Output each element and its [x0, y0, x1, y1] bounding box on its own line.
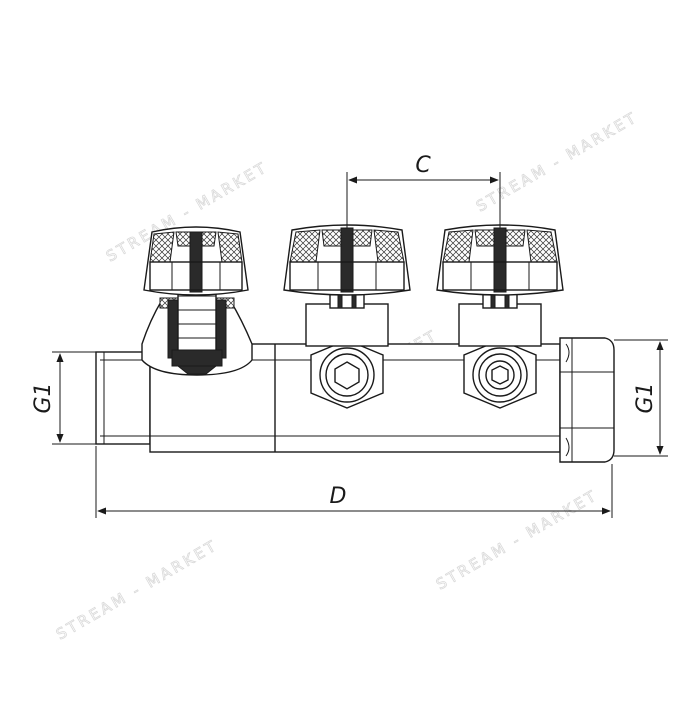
dimension-g1-right-label: G1 — [633, 382, 658, 413]
dimension-g1-left: G1 — [31, 351, 96, 445]
valve-cap-1 — [143, 226, 249, 296]
valve-1-sectioned — [141, 283, 253, 376]
watermark-text-4: STREAM - MARKET — [433, 486, 601, 594]
valve-cap-3 — [436, 214, 564, 296]
watermark-text-2: STREAM - MARKET — [473, 108, 641, 216]
dimension-c-label: C — [415, 153, 431, 178]
outlet-port-1 — [310, 339, 384, 409]
dimension-d: D — [95, 446, 613, 518]
watermark-text-3: STREAM - MARKET — [53, 536, 221, 644]
left-threaded-end — [95, 351, 151, 445]
right-female-end — [559, 337, 615, 463]
dimension-c: C — [346, 153, 501, 216]
dimension-d-label: D — [330, 484, 347, 509]
dimension-g1-right: G1 — [614, 339, 668, 457]
outlet-port-2 — [463, 339, 537, 409]
dimension-g1-left-label: G1 — [31, 382, 56, 413]
valve-cap-2 — [283, 214, 411, 296]
